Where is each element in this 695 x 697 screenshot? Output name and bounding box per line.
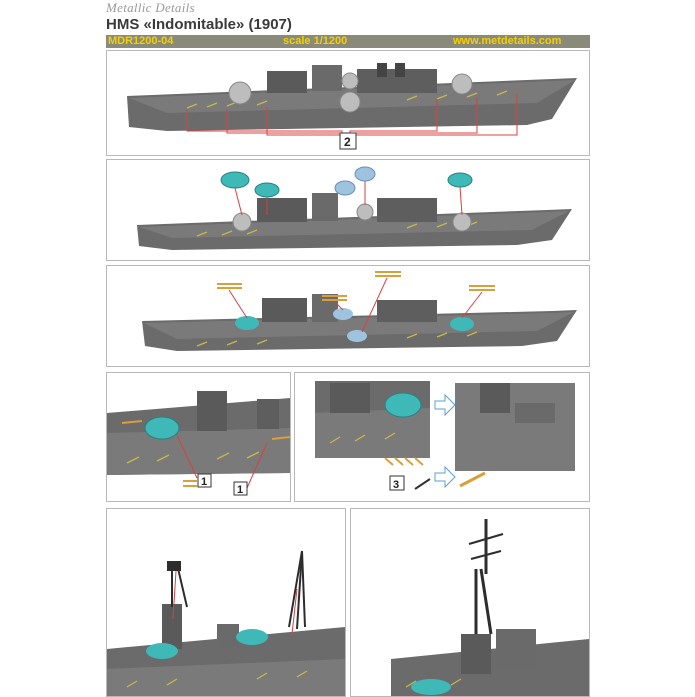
detail-drawing-step-1: 1 1 (107, 391, 290, 496)
instruction-panel-1: 2 (106, 50, 590, 156)
header-bar: MDR1200-04 scale 1/1200 www.metdetails.c… (106, 35, 590, 48)
detail-drawing-step-3: 3 (315, 381, 575, 491)
ship-drawing-3 (142, 271, 577, 351)
ship-drawing-2 (137, 166, 572, 250)
instruction-panel-3 (106, 265, 590, 367)
website-url: www.metdetails.com (453, 35, 562, 47)
mast-drawing-left (107, 550, 345, 696)
brand-logo: Metallic Details (106, 0, 195, 15)
instruction-panel-2 (106, 159, 590, 261)
ship-drawing-1: 2 (127, 63, 577, 150)
mast-drawing-right (391, 519, 589, 696)
page-title: HMS «Indomitable» (1907) (106, 16, 292, 33)
step-3-label: 3 (393, 479, 399, 491)
scale-label: scale 1/1200 (283, 35, 348, 47)
step-2-label: 2 (344, 135, 351, 149)
instruction-panel-5: 3 (294, 372, 590, 502)
instruction-panel-4: 1 1 (106, 372, 291, 502)
instruction-panel-7 (350, 508, 590, 697)
instruction-panel-6 (106, 508, 346, 697)
step-1b-label: 1 (237, 484, 243, 496)
product-code: MDR1200-04 (108, 35, 174, 47)
step-1a-label: 1 (201, 476, 207, 488)
